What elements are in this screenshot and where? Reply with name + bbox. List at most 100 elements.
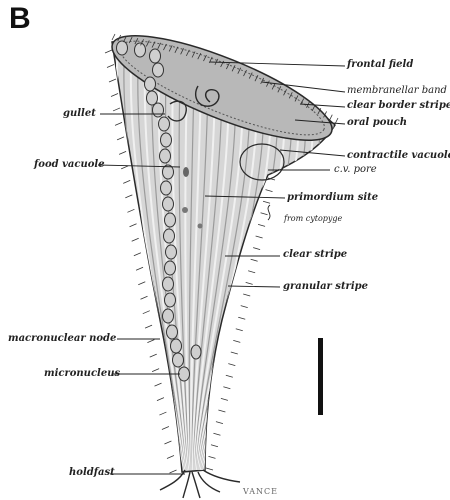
scale-bar xyxy=(318,338,323,415)
food-vacuole xyxy=(183,167,189,177)
macronuclear-node xyxy=(167,325,178,339)
cilium xyxy=(113,108,120,111)
cilium xyxy=(213,433,220,435)
cilium xyxy=(231,352,238,354)
label-micronucleus: micronucleus xyxy=(44,368,120,380)
cilium xyxy=(143,311,150,314)
cilium xyxy=(159,412,166,415)
cilium xyxy=(228,364,235,366)
cilium xyxy=(105,50,112,53)
label-primordium-site: primordium site xyxy=(287,192,378,204)
macronuclear-node xyxy=(171,339,182,353)
label-holdfast: holdfast xyxy=(69,467,115,479)
cilium xyxy=(256,236,263,238)
cilium xyxy=(155,383,162,386)
macronuclear-node xyxy=(161,133,172,147)
cilium xyxy=(121,166,128,169)
macronuclear-node xyxy=(164,229,175,243)
panel-letter: B xyxy=(9,2,31,36)
cilium xyxy=(221,398,228,400)
cilium xyxy=(164,441,171,444)
cilium xyxy=(266,190,273,192)
macronuclear-node xyxy=(160,149,171,163)
cilium xyxy=(241,306,248,308)
label-oral-pouch: oral pouch xyxy=(347,117,407,129)
cilium xyxy=(119,151,126,154)
cilium xyxy=(167,456,174,459)
cilium xyxy=(111,93,118,96)
cilium xyxy=(123,180,130,183)
macronuclear-node xyxy=(173,353,184,367)
macronuclear-node xyxy=(163,309,174,323)
cilium xyxy=(251,259,258,261)
cilium xyxy=(258,224,265,226)
cilium xyxy=(136,267,143,270)
label-contractile-vacuole: contractile vacuole xyxy=(347,150,450,162)
cilium xyxy=(157,398,164,401)
cilium xyxy=(112,34,115,40)
cilium xyxy=(115,122,122,125)
macronuclear-node xyxy=(166,245,177,259)
macronuclear-node xyxy=(191,345,201,359)
cilium xyxy=(329,115,332,121)
cilium xyxy=(150,354,157,357)
cilium xyxy=(132,238,139,241)
cilium xyxy=(226,375,233,377)
cilium xyxy=(246,282,253,284)
cilium xyxy=(216,422,223,424)
artist-signature: VANCE xyxy=(243,486,278,498)
cilium xyxy=(109,79,116,82)
cilium xyxy=(243,294,250,296)
cilium xyxy=(141,296,148,299)
cilium xyxy=(134,253,141,256)
macronuclear-node xyxy=(163,277,174,291)
cilium xyxy=(233,340,240,342)
macronuclear-node xyxy=(153,63,164,77)
label-frontal-field: frontal field xyxy=(347,59,413,71)
macronuclear-node xyxy=(179,367,190,381)
macronuclear-node xyxy=(165,293,176,307)
macronuclear-node xyxy=(165,213,176,227)
cilium xyxy=(238,317,245,319)
cilium xyxy=(117,137,124,140)
cilium xyxy=(248,271,255,273)
label-granular-stripe: granular stripe xyxy=(283,281,368,293)
cilium xyxy=(130,224,137,227)
cilium xyxy=(211,445,218,447)
cilium xyxy=(208,456,215,458)
macronuclear-node xyxy=(163,197,174,211)
macronuclear-node xyxy=(165,261,176,275)
cilium xyxy=(145,325,152,328)
cilium xyxy=(138,282,145,285)
label-cv-pore: c.v. pore xyxy=(334,164,377,176)
macronuclear-node xyxy=(161,181,172,195)
cilium xyxy=(261,213,268,215)
label-gullet: gullet xyxy=(63,108,96,120)
cilium xyxy=(170,470,177,473)
macronuclear-node xyxy=(145,77,156,91)
cilium xyxy=(236,329,243,331)
label-food-vacuole: food vacuole xyxy=(34,159,105,171)
cilium xyxy=(223,387,230,389)
cilium xyxy=(263,201,270,203)
label-macronuclear-node: macronuclear node xyxy=(8,333,116,345)
macronuclear-node xyxy=(117,41,128,55)
cilium xyxy=(127,209,134,212)
macronuclear-node xyxy=(147,91,158,105)
macronuclear-node xyxy=(135,43,146,57)
cilium xyxy=(107,64,114,67)
cilium xyxy=(218,410,225,412)
label-clear-border-stripe: clear border stripe xyxy=(347,100,450,112)
cilium xyxy=(206,468,213,470)
label-from-cytopyge: from cytopyge xyxy=(284,213,342,225)
macronuclear-node xyxy=(150,49,161,63)
macronuclear-node xyxy=(153,103,164,117)
cilium xyxy=(125,195,132,198)
label-membranellar-band: membranellar band xyxy=(347,85,447,97)
label-clear-stripe: clear stripe xyxy=(283,249,347,261)
cilium xyxy=(147,340,154,343)
cilium xyxy=(253,248,260,250)
macronuclear-node xyxy=(159,117,170,131)
